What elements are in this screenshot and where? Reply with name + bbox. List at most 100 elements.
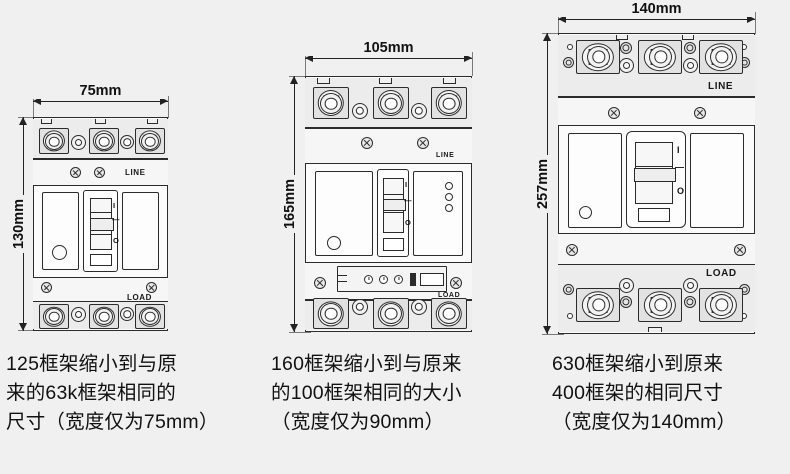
width-dimension-label: 75mm <box>75 83 126 99</box>
dip-switch[interactable] <box>410 273 416 286</box>
height-dimension-160: 165mm <box>280 76 300 332</box>
load-terminal-zone <box>33 302 168 329</box>
terminal-small-pin <box>619 278 634 293</box>
right-face-pane <box>690 133 744 228</box>
terminal-hex <box>95 133 113 150</box>
toggle-well: I — O <box>626 131 686 228</box>
test-hole <box>579 206 592 219</box>
line-label: LINE <box>708 81 734 92</box>
height-dimension-label: 257mm <box>533 154 553 213</box>
extension-line <box>33 96 34 118</box>
terminal-small-pin <box>352 299 368 315</box>
notch <box>616 35 628 40</box>
indicator-dot <box>445 204 453 212</box>
trip-unit-edge <box>338 281 347 283</box>
load-label: LOAD <box>706 268 737 279</box>
toggle-window <box>638 208 670 222</box>
terminal-hex <box>438 93 460 114</box>
mid-mark: — <box>675 162 684 172</box>
trip-unit[interactable] <box>337 266 447 292</box>
line-terminal-zone: LINE <box>558 35 755 97</box>
extension-line <box>305 52 306 76</box>
terminal-small-pin <box>120 135 134 149</box>
terminal-hex <box>141 133 159 150</box>
screw-icon <box>70 167 81 178</box>
test-hole <box>52 245 67 260</box>
line-label: LINE <box>436 152 455 159</box>
tiny-hole <box>567 313 573 319</box>
width-dimension-630: 140mm <box>558 1 755 24</box>
toggle-window <box>383 238 404 251</box>
load-terminal-zone: LOAD <box>558 265 755 332</box>
toggle-handle[interactable] <box>90 198 114 250</box>
terminal-small-pin <box>683 278 698 293</box>
off-mark: O <box>405 218 411 227</box>
product-panel-125: 75mm 130mm <box>0 0 265 474</box>
toggle-handle[interactable] <box>634 142 676 204</box>
notch <box>648 327 662 332</box>
setting-dial[interactable] <box>364 275 373 284</box>
load-band: LOAD <box>33 277 168 302</box>
terminal-screw <box>684 296 696 308</box>
extension-line <box>542 334 564 335</box>
terminal-small-pin <box>683 58 698 73</box>
terminal-small-pin <box>71 307 86 322</box>
indicator-dot <box>445 182 453 190</box>
terminal-hex <box>320 303 342 324</box>
notch <box>443 78 456 84</box>
terminal-small-pin <box>411 299 427 315</box>
off-mark: O <box>113 236 119 245</box>
test-hole <box>327 236 341 250</box>
mid-mark: — <box>112 215 120 224</box>
notch <box>317 78 330 84</box>
terminal-hex <box>45 133 63 150</box>
terminal-hex <box>380 303 402 324</box>
on-mark: I <box>677 145 680 155</box>
terminal-hex <box>380 93 402 114</box>
screw-icon <box>450 277 462 289</box>
left-face-pane <box>42 192 79 270</box>
load-label: LOAD <box>127 293 153 302</box>
screw-icon <box>41 282 52 293</box>
terminal-screw <box>684 42 696 54</box>
notch <box>41 119 52 124</box>
toggle-grip[interactable] <box>90 218 114 231</box>
width-dimension-160: 105mm <box>305 40 472 63</box>
caption-160: 160框架缩小到与原来 的100框架相同的大小 （宽度仅为90mm） <box>271 353 462 433</box>
toggle-line <box>636 166 672 167</box>
height-dimension-label: 165mm <box>280 175 300 233</box>
on-mark: I <box>405 180 408 189</box>
screw-icon <box>94 167 105 178</box>
terminal-hex <box>438 303 460 324</box>
mounting-screw <box>563 57 574 68</box>
extension-line <box>755 12 756 34</box>
toggle-line <box>91 234 111 235</box>
line-terminal-zone <box>33 119 168 159</box>
height-dimension-125: 130mm <box>9 117 29 331</box>
screw-icon <box>146 282 157 293</box>
setting-dial[interactable] <box>394 275 403 284</box>
setting-dial[interactable] <box>379 275 388 284</box>
toggle-grip[interactable] <box>634 168 676 182</box>
notch <box>379 78 392 84</box>
load-label: LOAD <box>438 292 461 299</box>
terminal-hex <box>141 308 159 325</box>
terminal-hex <box>45 308 63 325</box>
toggle-line <box>384 212 403 213</box>
trip-unit-edge <box>338 275 347 277</box>
toggle-grip[interactable] <box>383 199 406 211</box>
height-dimension-630: 257mm <box>533 33 553 334</box>
off-mark: O <box>677 186 685 196</box>
screw-icon <box>734 244 746 256</box>
terminal-screw <box>620 42 632 54</box>
terminal-hex <box>710 46 733 68</box>
extension-line <box>289 332 311 333</box>
screw-icon <box>608 107 620 119</box>
tiny-hole <box>567 44 573 50</box>
terminal-hex <box>587 46 610 68</box>
screw-icon <box>417 137 429 149</box>
toggle-handle[interactable] <box>383 178 406 233</box>
extension-line <box>558 12 559 34</box>
extension-line <box>18 330 40 331</box>
